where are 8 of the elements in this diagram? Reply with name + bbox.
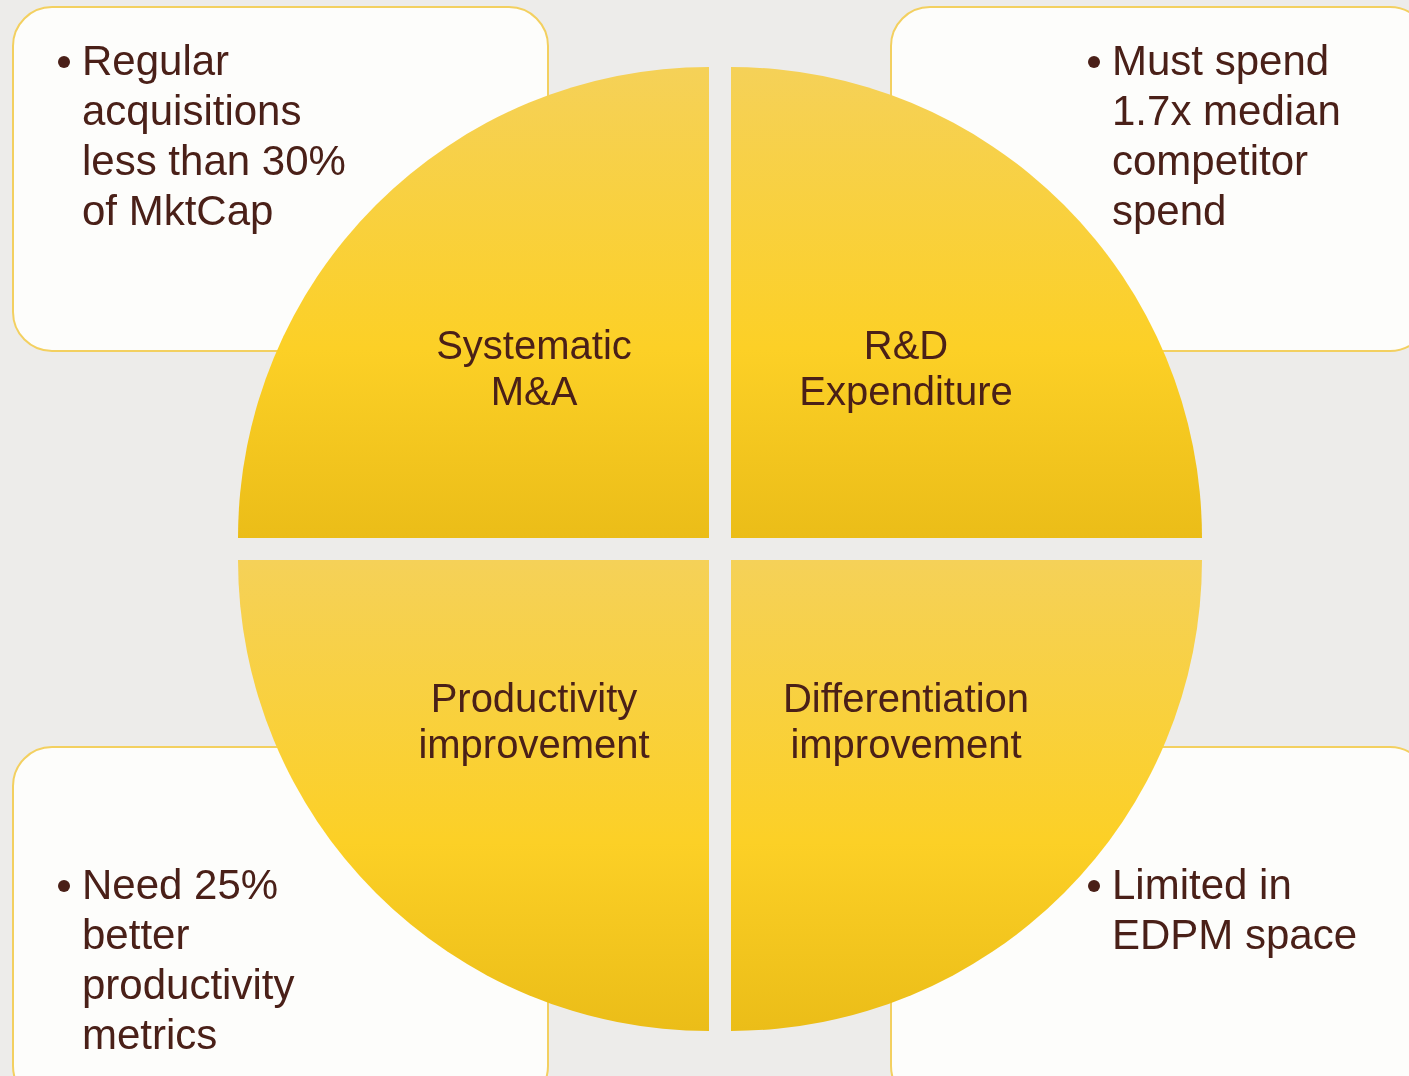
quadrant-label: Differentiation improvement (781, 675, 1031, 767)
bullet-text: Must spend 1.7x median competitor spend (1112, 36, 1342, 236)
bullet-text: Need 25% better productivity metrics (82, 860, 296, 1060)
bullet-text: Regular acquisitions less than 30% of MktCap (82, 36, 347, 236)
quadrant-label: Systematic M&A (435, 322, 633, 414)
quadrant-label: R&D Expenditure (798, 322, 1014, 414)
bullet-text: Limited in EDPM space (1112, 860, 1359, 960)
quadrant-label: Productivity improvement (417, 675, 651, 767)
